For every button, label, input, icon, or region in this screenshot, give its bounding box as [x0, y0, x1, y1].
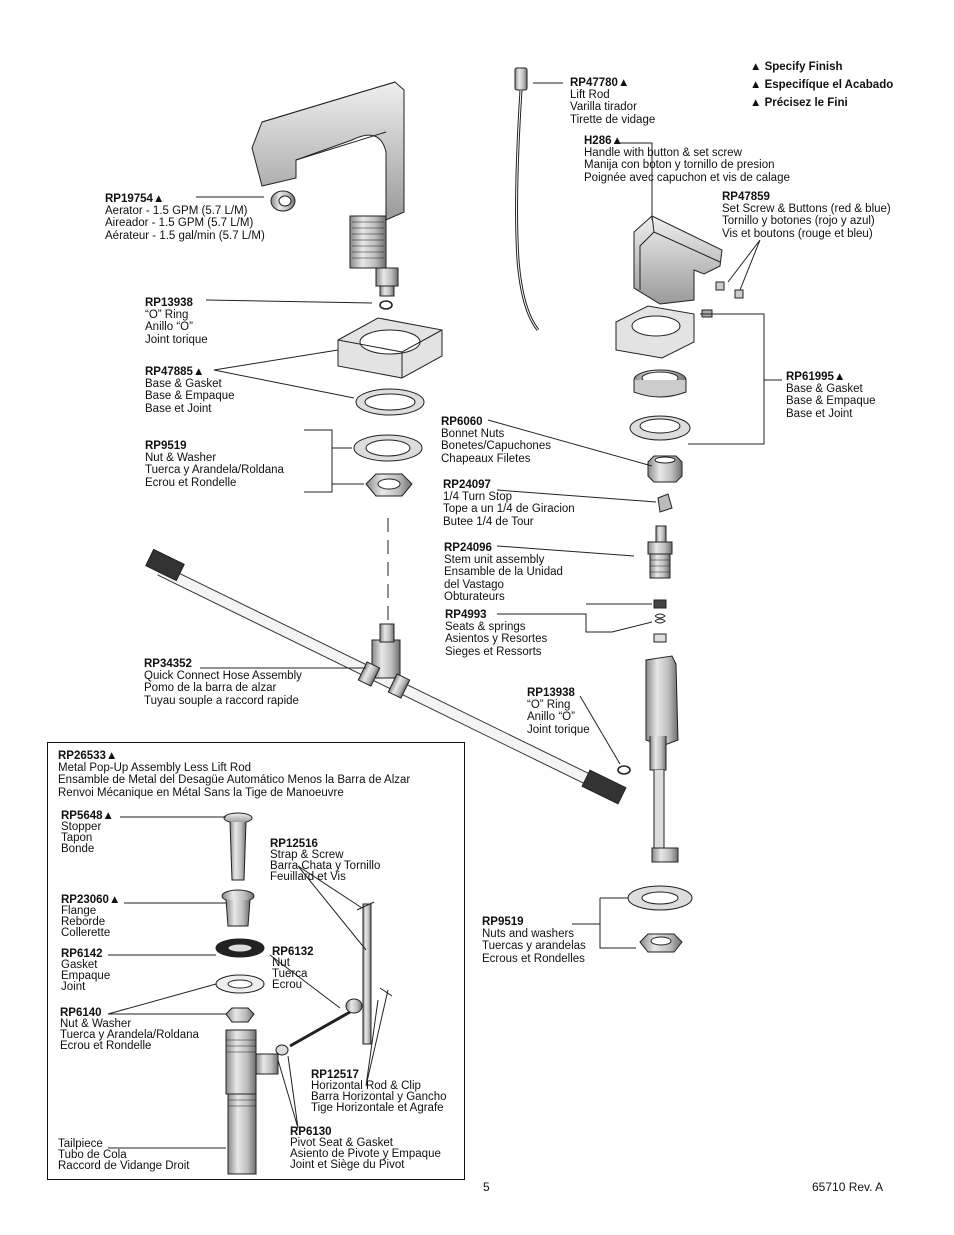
- gasket-popup-part: [215, 938, 265, 958]
- nut-popup-part: [225, 1007, 255, 1023]
- label-rp26533: RP26533▲Metal Pop-Up Assembly Less Lift …: [58, 750, 411, 799]
- tailpiece-part: [225, 1029, 279, 1175]
- bonnet-nut-part: [647, 455, 683, 483]
- washer-left-part: [353, 434, 423, 462]
- washer-right-part: [627, 885, 693, 911]
- pivot-rod-part: [275, 998, 363, 1056]
- popup-assembly-frame: [47, 742, 465, 1180]
- hose-assembly-part: [145, 548, 627, 805]
- o-ring-right-part: [617, 765, 631, 775]
- turn-stop-part: [657, 493, 673, 513]
- stopper-part: [223, 812, 253, 881]
- base-right-part: [615, 305, 695, 359]
- nut-left-part: [365, 473, 413, 497]
- aerator-part: [270, 190, 296, 212]
- legend-line-fr: ▲ Précisez le Fini: [750, 97, 848, 109]
- gasket-right-part: [629, 369, 691, 441]
- washer-popup-part: [215, 974, 265, 994]
- o-ring-part: [379, 300, 393, 310]
- document-number: 65710 Rev. A: [812, 1180, 884, 1194]
- strap-part: [356, 901, 393, 1045]
- flange-part: [221, 889, 255, 927]
- lift-rod-part: [514, 67, 540, 331]
- valve-body-part: [645, 655, 679, 863]
- faucet-spout: [251, 81, 405, 297]
- label-rp19754: RP19754▲Aerator - 1.5 GPM (5.7 L/M)Airea…: [105, 193, 265, 242]
- seats-springs-part: [653, 599, 667, 643]
- legend-line-en: ▲ Specify Finish: [750, 61, 843, 73]
- finish-legend: ▲ Specify Finish ▲ Especifíque el Acabad…: [750, 58, 893, 112]
- nut-right-part: [639, 933, 683, 953]
- stem-unit-part: [647, 525, 673, 579]
- legend-line-es: ▲ Especifíque el Acabado: [750, 79, 894, 91]
- base-left-part: [337, 317, 443, 379]
- gasket-left-part: [355, 388, 425, 416]
- page-number: 5: [483, 1180, 490, 1194]
